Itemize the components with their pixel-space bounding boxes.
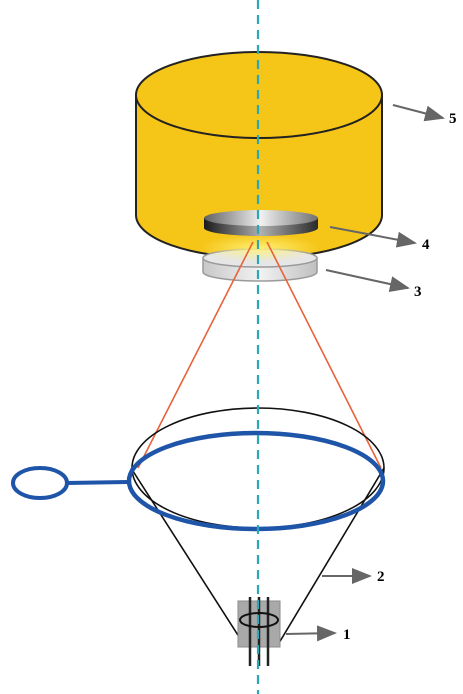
- label-sample: 4: [422, 237, 430, 253]
- label-enclosure: 5: [449, 111, 457, 127]
- callout-arrow-enclosure: [392, 104, 445, 122]
- callout-arrow-ring: [325, 269, 410, 292]
- beam-ray-right: [266, 241, 382, 469]
- label-cone: 2: [377, 569, 385, 585]
- label-ring: 3: [414, 284, 422, 300]
- callout-arrow-sample: [329, 226, 417, 248]
- callout-arrow-source: [285, 625, 337, 642]
- label-source: 1: [343, 627, 351, 643]
- blue-loop-coil: [11, 430, 386, 532]
- beam-ray-left: [137, 241, 254, 469]
- glow-spot: [200, 234, 320, 262]
- sample-disk: [204, 210, 318, 236]
